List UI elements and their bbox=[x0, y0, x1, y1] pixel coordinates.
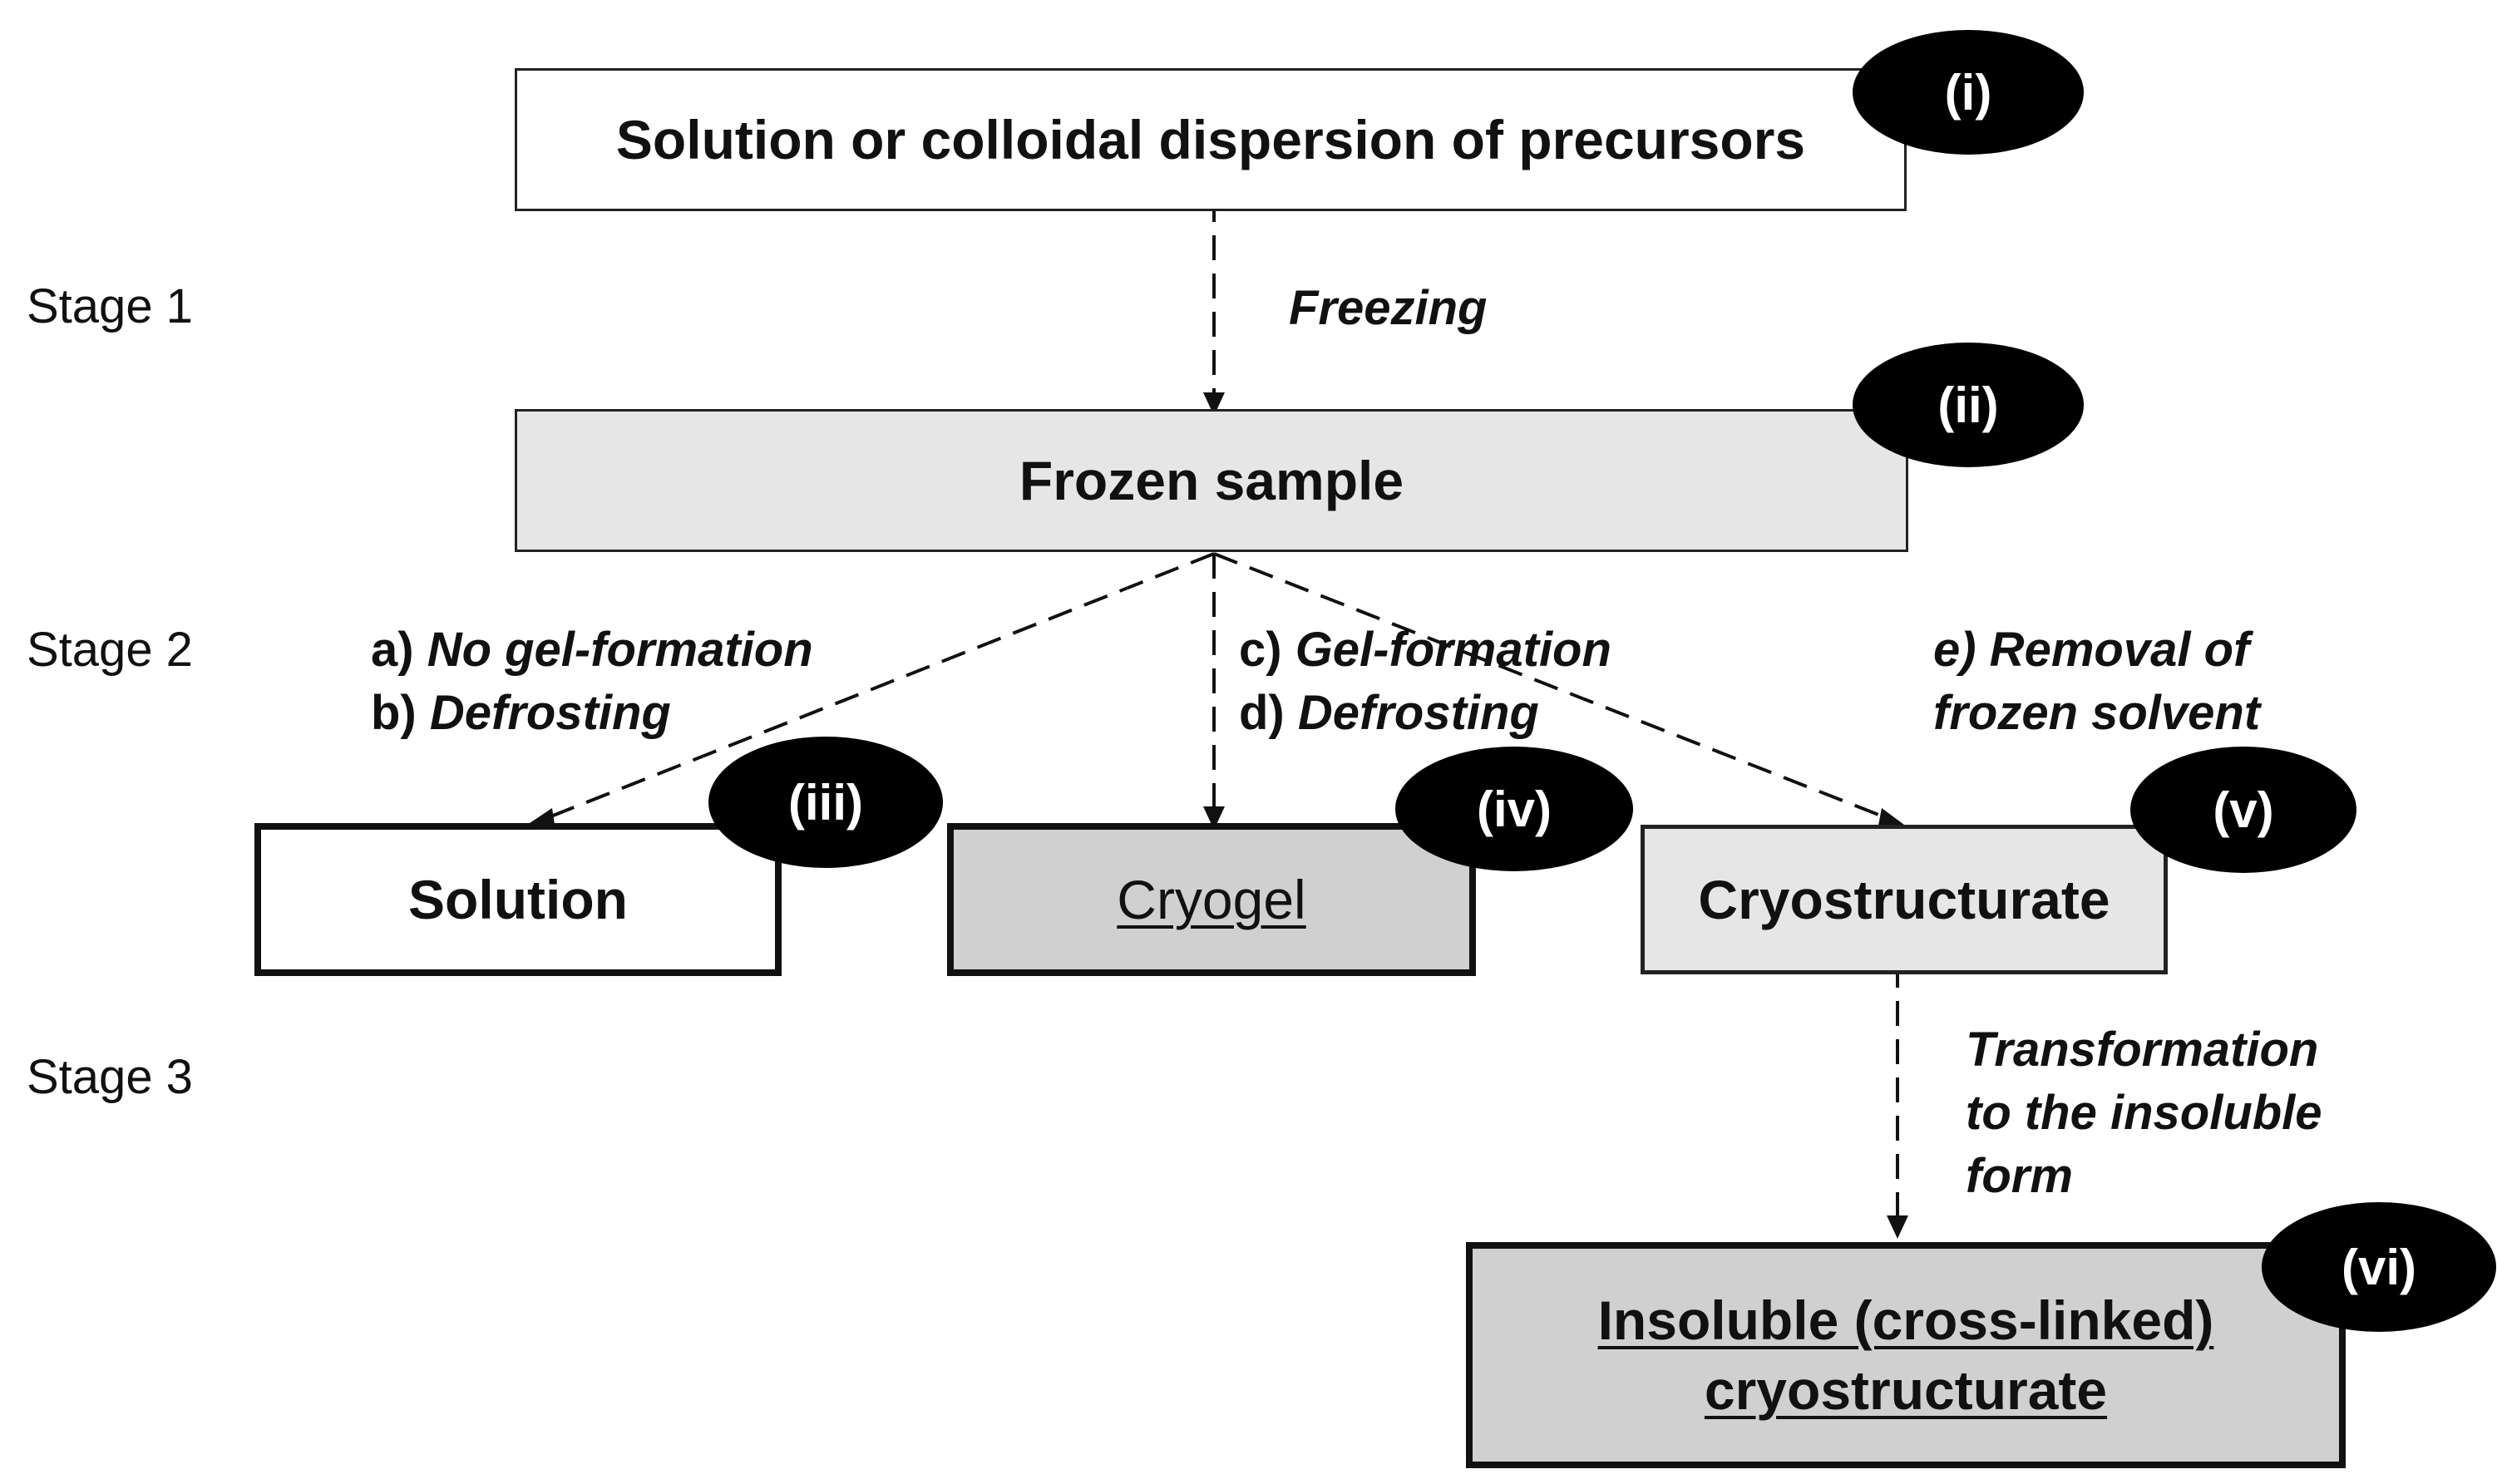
label-transformation-line-3: form bbox=[1966, 1149, 2073, 1203]
box-cryogel-text: Cryogel bbox=[1117, 869, 1306, 930]
label-b-prefix: b) bbox=[371, 686, 430, 740]
label-path-a: a) No gel-formation bbox=[371, 619, 813, 682]
box-insoluble-cryostructurate: Insoluble (cross-linked) cryostructurate bbox=[1466, 1242, 2346, 1468]
label-a-text: No gel-formation bbox=[427, 623, 813, 677]
arrowhead-freezing bbox=[1203, 392, 1225, 416]
box-cryogel: Cryogel bbox=[947, 823, 1476, 976]
label-d-text: Defrosting bbox=[1297, 686, 1539, 740]
box-solution-text: Solution bbox=[408, 869, 628, 930]
label-path-b: b) Defrosting bbox=[371, 682, 813, 745]
box-insoluble-text-line-2: cryostructurate bbox=[1704, 1359, 2108, 1421]
label-path-d: d) Defrosting bbox=[1239, 682, 1611, 745]
label-a-prefix: a) bbox=[371, 623, 427, 677]
box-solution: Solution bbox=[254, 823, 782, 976]
box-insoluble-text-line-1: Insoluble (cross-linked) bbox=[1597, 1289, 2214, 1351]
arrowhead-cryostructurate bbox=[1878, 808, 1904, 830]
badge-vi: (vi) bbox=[2262, 1202, 2496, 1332]
arrowhead-transformation bbox=[1887, 1215, 1908, 1239]
label-path-c: c) Gel-formation bbox=[1239, 619, 1611, 682]
box-cryostructurate-text: Cryostructurate bbox=[1698, 869, 2110, 930]
label-path-cd: c) Gel-formation d) Defrosting bbox=[1239, 619, 1611, 745]
label-path-ab: a) No gel-formation b) Defrosting bbox=[371, 619, 813, 745]
label-transformation-line-2: to the insoluble bbox=[1966, 1086, 2322, 1140]
label-path-e-line-1: e) Removal of bbox=[1933, 623, 2250, 677]
box-precursors: Solution or colloidal dispersion of prec… bbox=[515, 68, 1907, 211]
label-b-text: Defrosting bbox=[429, 686, 671, 740]
box-frozen-sample: Frozen sample bbox=[515, 409, 1908, 552]
badge-ii: (ii) bbox=[1853, 343, 2084, 467]
label-c-prefix: c) bbox=[1239, 623, 1295, 677]
badge-i: (i) bbox=[1853, 30, 2084, 155]
arrow-to-solution bbox=[544, 552, 1215, 821]
label-path-e-line-2: frozen solvent bbox=[1933, 686, 2261, 740]
box-frozen-sample-text: Frozen sample bbox=[1019, 450, 1404, 511]
label-path-e: e) Removal of frozen solvent bbox=[1933, 619, 2260, 745]
box-cryostructurate: Cryostructurate bbox=[1641, 825, 2168, 974]
label-freezing: Freezing bbox=[1289, 277, 1488, 340]
badge-iv: (iv) bbox=[1395, 747, 1633, 871]
label-transformation: Transformation to the insoluble form bbox=[1966, 1018, 2322, 1208]
stage-1-label: Stage 1 bbox=[27, 279, 193, 333]
arrowhead-cryogel bbox=[1203, 806, 1225, 830]
label-c-text: Gel-formation bbox=[1295, 623, 1611, 677]
arrow-to-cryostructurate bbox=[1213, 552, 1890, 821]
label-freezing-text: Freezing bbox=[1289, 281, 1488, 335]
stage-2-label: Stage 2 bbox=[27, 623, 193, 677]
badge-v: (v) bbox=[2130, 747, 2356, 873]
label-transformation-line-1: Transformation bbox=[1966, 1023, 2319, 1077]
box-precursors-text: Solution or colloidal dispersion of prec… bbox=[615, 109, 1806, 170]
badge-iii: (iii) bbox=[708, 737, 943, 868]
label-d-prefix: d) bbox=[1239, 686, 1298, 740]
stage-3-label: Stage 3 bbox=[27, 1050, 193, 1104]
